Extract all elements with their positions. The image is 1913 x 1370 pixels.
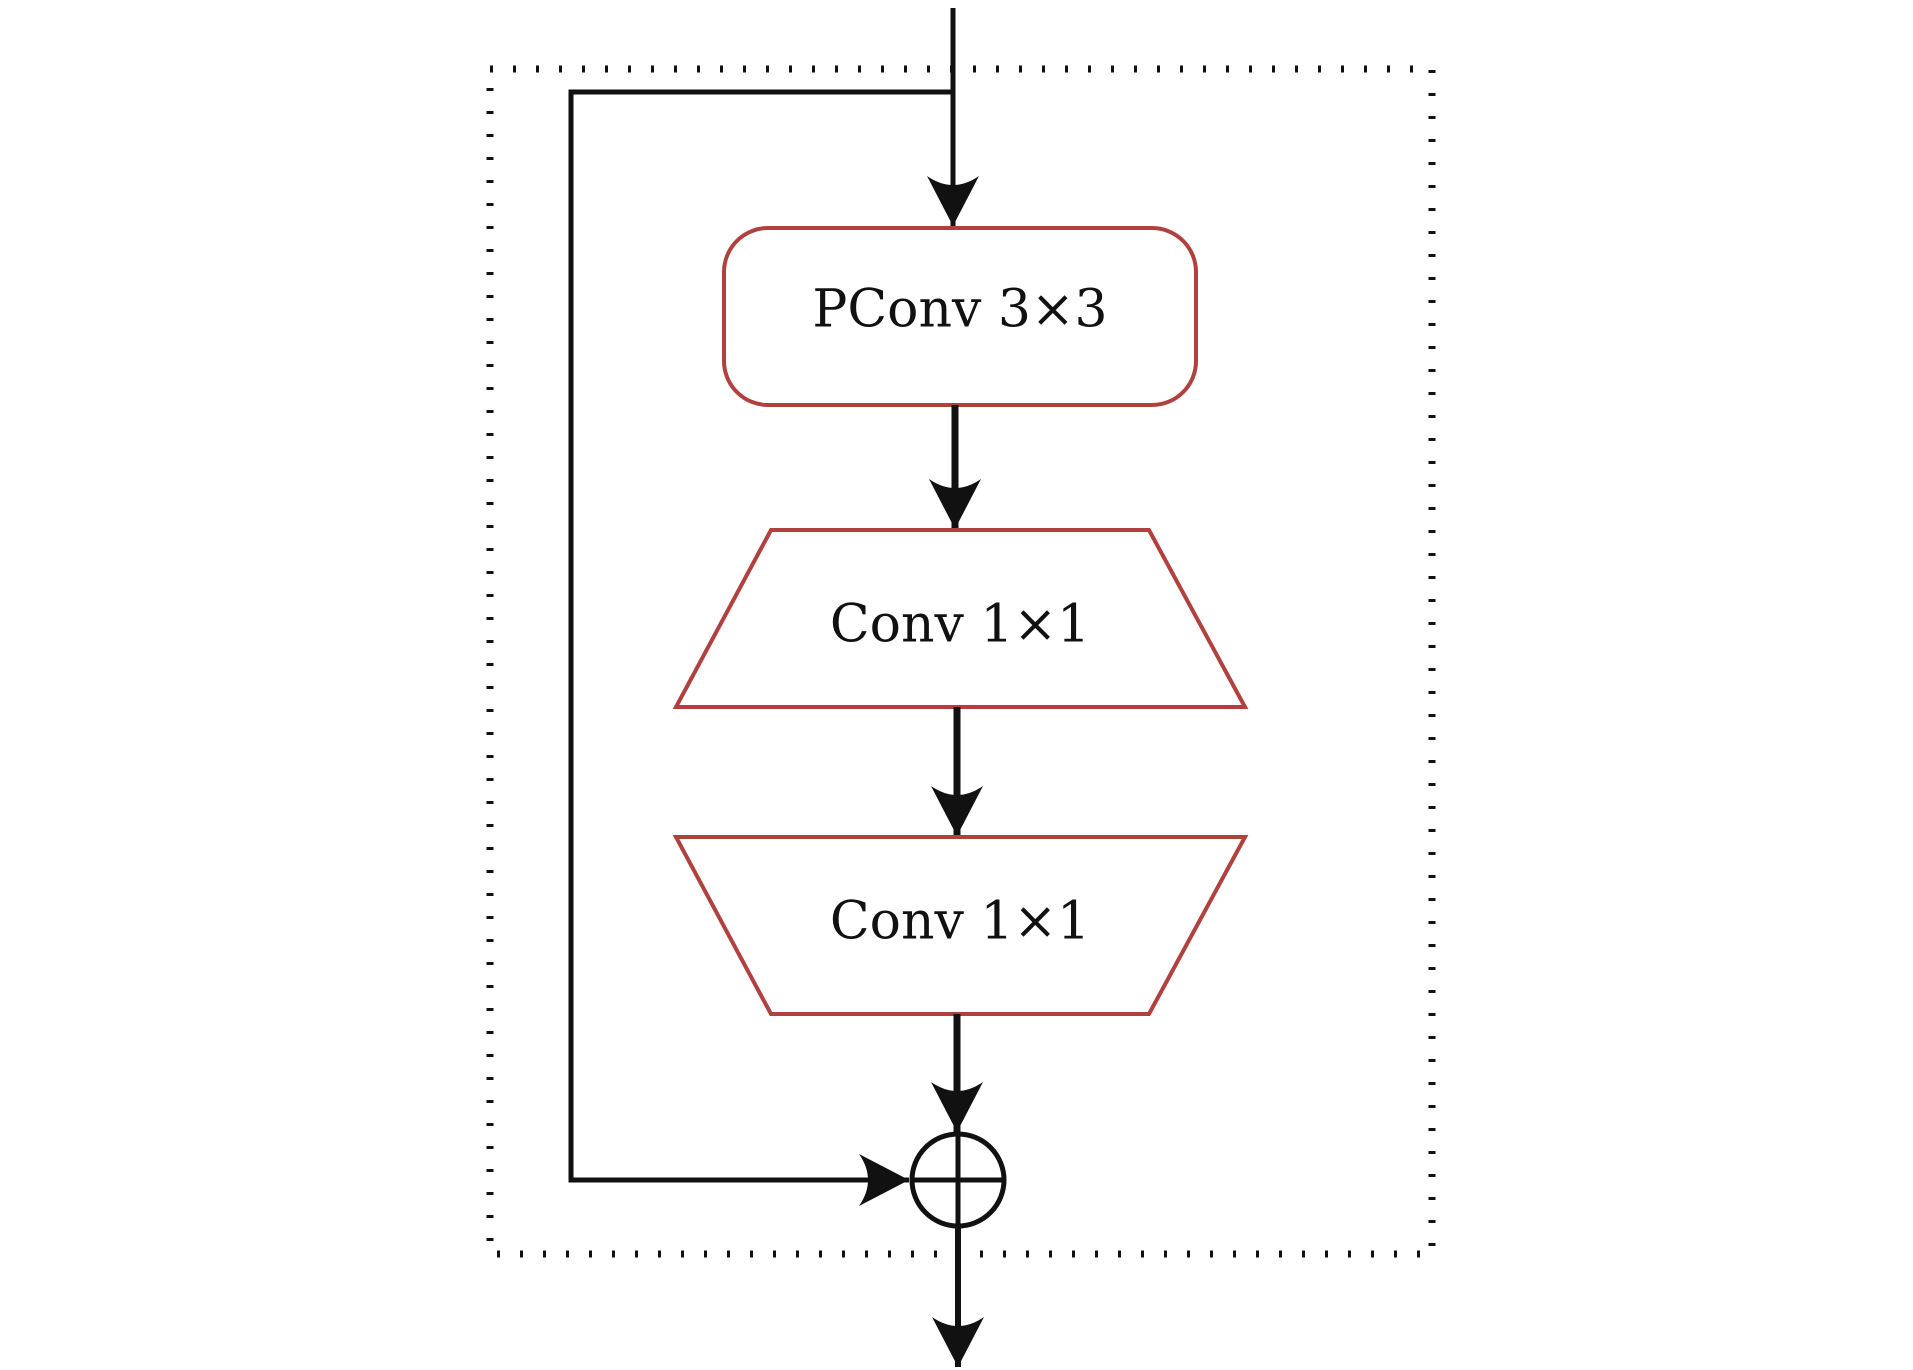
node-conv-reduce: Conv 1×1: [672, 835, 1249, 1016]
add-operator-icon: [909, 1131, 1007, 1229]
node-pconv-shape: [722, 226, 1198, 407]
node-conv-reduce-shape: [672, 835, 1249, 1016]
node-conv-expand-shape: [672, 528, 1249, 709]
edge-skip-connection: [568, 89, 953, 1206]
node-conv-expand-label: Conv 1×1: [830, 595, 1090, 655]
node-pconv-label: PConv 3×3: [812, 280, 1107, 340]
node-conv-reduce-label: Conv 1×1: [830, 892, 1090, 952]
node-pconv: PConv 3×3: [722, 226, 1198, 407]
node-conv-expand: Conv 1×1: [672, 528, 1249, 709]
